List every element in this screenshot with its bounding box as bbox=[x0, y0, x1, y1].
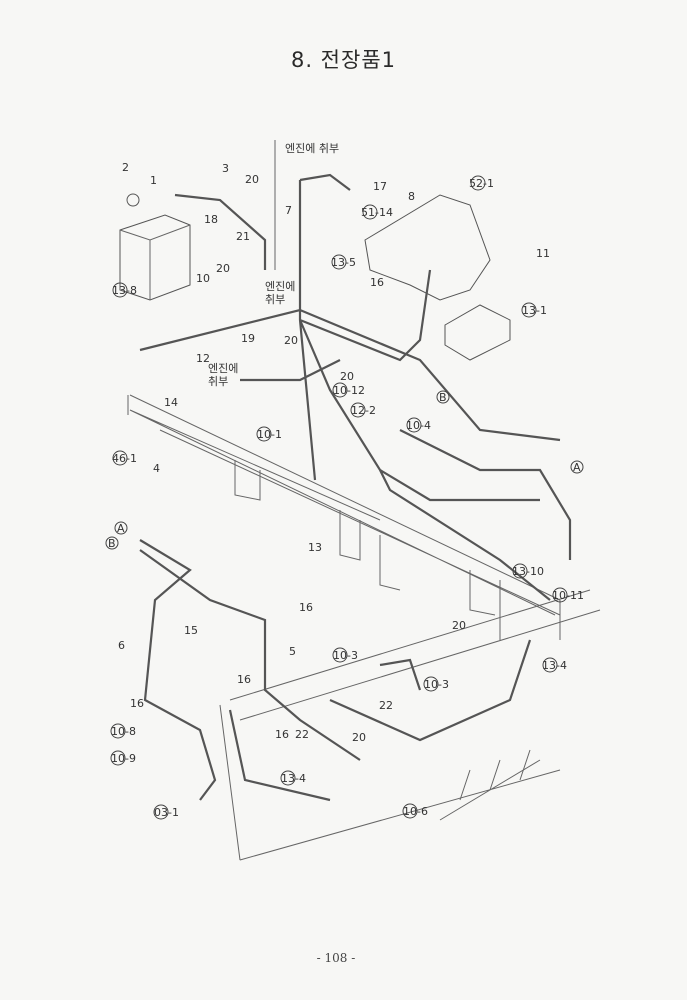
callout: 16 bbox=[370, 276, 384, 289]
callout: 16 bbox=[237, 673, 251, 686]
callout: 10-3 bbox=[333, 649, 358, 662]
note-engine-mount: 취부 bbox=[265, 293, 285, 306]
callout: 22 bbox=[295, 728, 309, 741]
callout: 13-1 bbox=[522, 304, 547, 317]
callout: 51-14 bbox=[361, 206, 393, 219]
callout: 13-4 bbox=[542, 659, 567, 672]
callout: 1 bbox=[150, 174, 157, 187]
callout: 12 bbox=[196, 352, 210, 365]
callout: 19 bbox=[241, 332, 255, 345]
callout: 20 bbox=[284, 334, 298, 347]
callout: 03-1 bbox=[154, 806, 179, 819]
battery bbox=[119, 193, 191, 301]
callout: A bbox=[573, 461, 581, 474]
callout: 10-6 bbox=[403, 805, 428, 818]
callout: 15 bbox=[184, 624, 198, 637]
callout-circles bbox=[105, 175, 584, 820]
callout: 8 bbox=[408, 190, 415, 203]
callout: 10-9 bbox=[111, 752, 136, 765]
callout-labels: 2 1 3 20 17 8 52-1 7 51-14 18 21 13-5 11… bbox=[108, 161, 584, 819]
callout: 20 bbox=[452, 619, 466, 632]
callout: 10-11 bbox=[552, 589, 584, 602]
callout: 11 bbox=[536, 247, 550, 260]
callout: 2 bbox=[122, 161, 129, 174]
callout: A bbox=[117, 522, 125, 535]
callout: 16 bbox=[130, 697, 144, 710]
callout: 10-1 bbox=[257, 428, 282, 441]
callout: 20 bbox=[216, 262, 230, 275]
wiring-harness bbox=[139, 173, 572, 802]
note-engine-mount: 엔진에 bbox=[265, 280, 295, 293]
callout: 4 bbox=[153, 462, 160, 475]
cover-panel bbox=[364, 194, 491, 301]
callout: 10-12 bbox=[333, 384, 365, 397]
callout: 22 bbox=[379, 699, 393, 712]
callout: 16 bbox=[275, 728, 289, 741]
callout: 14 bbox=[164, 396, 178, 409]
callout: 10-4 bbox=[406, 419, 431, 432]
page-number: - 108 - bbox=[316, 951, 356, 965]
callout: B bbox=[108, 537, 116, 550]
callout: 13 bbox=[308, 541, 322, 554]
callout: 20 bbox=[352, 731, 366, 744]
callout: 13-8 bbox=[112, 284, 137, 297]
callout: 5 bbox=[289, 645, 296, 658]
callout: 10-8 bbox=[111, 725, 136, 738]
callout: 7 bbox=[285, 204, 292, 217]
page-title: 8. 전장품1 bbox=[290, 48, 397, 72]
callout: 21 bbox=[236, 230, 250, 243]
callout: 3 bbox=[222, 162, 229, 175]
note-engine-mount: 취부 bbox=[208, 375, 228, 388]
callout: 52-1 bbox=[469, 177, 494, 190]
callout: 12-2 bbox=[351, 404, 376, 417]
note-engine-mount: 엔진에 bbox=[208, 362, 238, 375]
callout: 13-10 bbox=[512, 565, 544, 578]
callout: 20 bbox=[340, 370, 354, 383]
note-engine-mount: 엔진에 취부 bbox=[285, 142, 339, 155]
callout: 46-1 bbox=[112, 452, 137, 465]
callout: 6 bbox=[118, 639, 125, 652]
callout: 13-4 bbox=[281, 772, 306, 785]
callout: 16 bbox=[299, 601, 313, 614]
callout: B bbox=[439, 391, 447, 404]
callout: 18 bbox=[204, 213, 218, 226]
chassis-frame bbox=[127, 394, 601, 861]
callout: 10 bbox=[196, 272, 210, 285]
callout: 10-3 bbox=[424, 678, 449, 691]
callout: 13-5 bbox=[331, 256, 356, 269]
callout: 20 bbox=[245, 173, 259, 186]
control-box bbox=[444, 304, 511, 361]
callout: 17 bbox=[373, 180, 387, 193]
